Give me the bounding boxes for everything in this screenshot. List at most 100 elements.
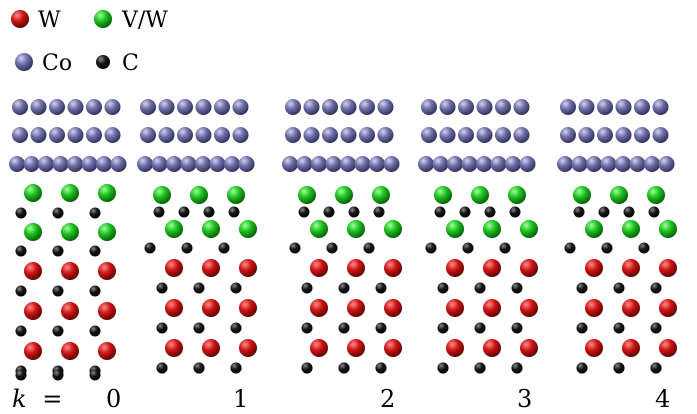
cobalt-atom bbox=[476, 156, 492, 172]
carbon-atom bbox=[650, 322, 662, 334]
cobalt-atom bbox=[644, 156, 660, 172]
cobalt-atom bbox=[180, 156, 197, 172]
tungsten-atom bbox=[202, 259, 220, 277]
carbon-atom bbox=[638, 242, 650, 254]
carbon-atom bbox=[601, 242, 613, 254]
tungsten-atom bbox=[310, 259, 328, 277]
cobalt-atom bbox=[490, 156, 507, 172]
cobalt-atom bbox=[476, 99, 493, 115]
cobalt-atom bbox=[49, 99, 65, 115]
carbon-atom bbox=[650, 362, 662, 374]
cobalt-atom bbox=[195, 127, 212, 143]
tungsten-atom bbox=[98, 302, 116, 320]
tungsten-atom bbox=[520, 259, 538, 277]
cobalt-atom bbox=[232, 127, 249, 143]
vanadium-tungsten-atom bbox=[520, 220, 538, 238]
cobalt-atom bbox=[418, 156, 434, 172]
carbon-atom bbox=[338, 362, 350, 374]
tungsten-atom bbox=[659, 299, 677, 317]
carbon-atom bbox=[230, 322, 242, 334]
cobalt-atom bbox=[461, 156, 478, 172]
cobalt-atom bbox=[158, 99, 175, 115]
vanadium-tungsten-atom bbox=[585, 220, 603, 238]
carbon-atom bbox=[301, 322, 313, 334]
cobalt-atom bbox=[495, 99, 511, 115]
cobalt-atom bbox=[9, 156, 25, 172]
vanadium-tungsten-atom bbox=[98, 184, 116, 202]
cobalt-atom bbox=[214, 99, 230, 115]
carbon-atom bbox=[52, 285, 64, 297]
vanadium-tungsten-atom bbox=[165, 220, 183, 238]
carbon-atom bbox=[323, 206, 335, 218]
carbon-atom bbox=[15, 207, 27, 219]
vanadium-tungsten-atom bbox=[483, 220, 501, 238]
vanadium-tungsten-atom bbox=[647, 186, 665, 204]
cobalt-atom bbox=[110, 156, 127, 172]
tungsten-atom bbox=[384, 259, 402, 277]
cobalt-atom bbox=[325, 156, 342, 172]
k-value-0: 0 bbox=[106, 385, 121, 413]
vanadium-tungsten-atom bbox=[227, 186, 245, 204]
cobalt-atom bbox=[615, 156, 631, 172]
tungsten-atom bbox=[61, 262, 79, 280]
carbon-atom bbox=[301, 362, 313, 374]
cobalt-atom bbox=[578, 99, 595, 115]
vanadium-tungsten-atom bbox=[446, 220, 464, 238]
carbon-atom bbox=[613, 322, 625, 334]
carbon-atom bbox=[474, 322, 486, 334]
vanadium-tungsten-atom bbox=[190, 186, 208, 204]
cobalt-atom bbox=[23, 156, 40, 172]
cobalt-atom bbox=[519, 156, 536, 172]
cobalt-atom bbox=[513, 127, 530, 143]
tungsten-atom bbox=[239, 299, 257, 317]
cobalt-atom bbox=[96, 156, 112, 172]
tungsten-atom bbox=[622, 339, 640, 357]
cobalt-atom bbox=[458, 99, 474, 115]
cobalt-atom bbox=[421, 127, 437, 143]
k-value-2: 2 bbox=[380, 385, 395, 413]
k-equals-sign: = bbox=[42, 385, 62, 413]
vanadium-tungsten-atom bbox=[298, 186, 316, 204]
cobalt-atom bbox=[476, 127, 493, 143]
carbon-atom bbox=[511, 322, 523, 334]
tungsten-atom bbox=[310, 299, 328, 317]
cobalt-atom bbox=[439, 99, 456, 115]
tungsten-atom bbox=[24, 342, 42, 360]
cobalt-atom bbox=[67, 99, 84, 115]
structure-panel-1 bbox=[137, 99, 257, 374]
carbon-atom bbox=[499, 242, 511, 254]
cobalt-atom bbox=[458, 127, 474, 143]
tungsten-atom bbox=[310, 339, 328, 357]
cobalt-atom bbox=[513, 99, 530, 115]
structure-panel-2 bbox=[282, 99, 402, 374]
cobalt-atom bbox=[285, 99, 301, 115]
carbon-atom bbox=[326, 242, 338, 254]
tungsten-atom bbox=[165, 259, 183, 277]
carbon-atom bbox=[576, 282, 588, 294]
cobalt-atom bbox=[303, 99, 320, 115]
cobalt-atom bbox=[447, 156, 463, 172]
cobalt-atom bbox=[652, 99, 669, 115]
carbon-atom bbox=[462, 242, 474, 254]
tungsten-atom bbox=[585, 259, 603, 277]
cobalt-atom bbox=[634, 99, 650, 115]
carbon-atom bbox=[218, 242, 230, 254]
cobalt-atom bbox=[578, 127, 595, 143]
carbon-atom bbox=[52, 325, 64, 337]
structure-panel-3 bbox=[418, 99, 538, 374]
carbon-atom bbox=[338, 282, 350, 294]
vanadium-tungsten-atom bbox=[434, 186, 452, 204]
legend-item-vw: V/W bbox=[94, 8, 168, 33]
k-equals-label: k = bbox=[12, 385, 62, 413]
vanadium-tungsten-atom bbox=[61, 184, 79, 202]
carbon-atom bbox=[474, 282, 486, 294]
k-variable: k bbox=[12, 385, 27, 413]
carbon-atom bbox=[52, 369, 64, 381]
cobalt-atom bbox=[359, 99, 375, 115]
tungsten-atom bbox=[622, 259, 640, 277]
cobalt-atom bbox=[359, 127, 375, 143]
vanadium-tungsten-atom bbox=[153, 186, 171, 204]
k-value-4: 4 bbox=[655, 385, 670, 413]
cobalt-atom bbox=[209, 156, 226, 172]
